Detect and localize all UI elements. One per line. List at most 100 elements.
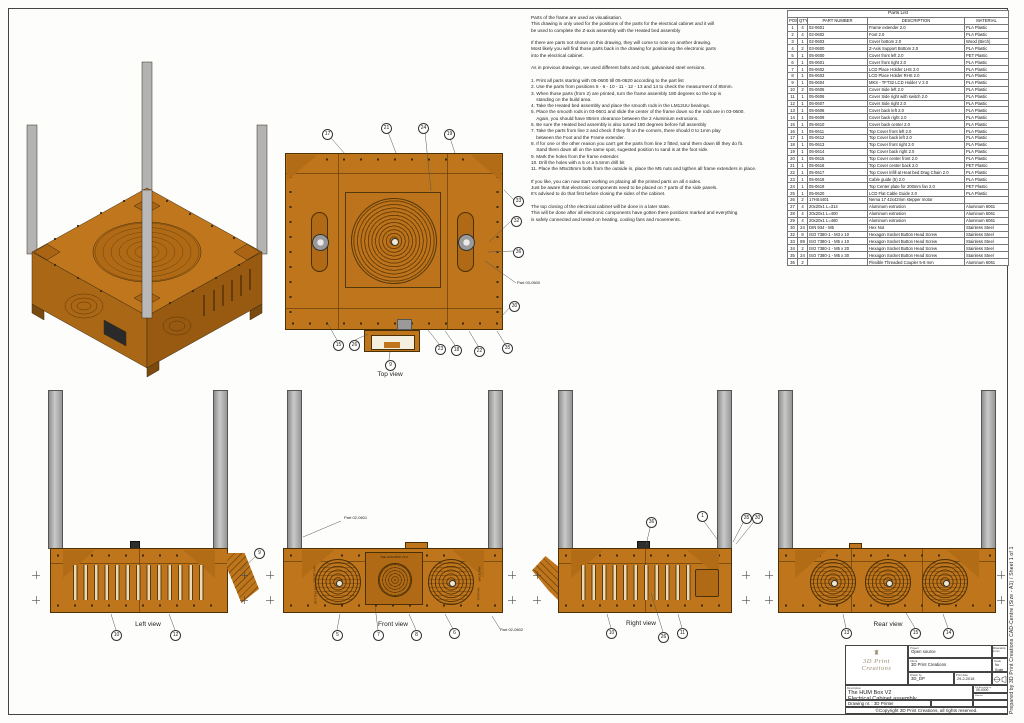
lcd-speaker-rings — [378, 563, 412, 597]
top-fan-grille — [351, 198, 437, 284]
parts-cell: 05-0615 — [807, 154, 868, 163]
parts-cell: Top Cover back right 2.0 — [867, 147, 965, 156]
parts-cell: 5 — [787, 51, 798, 60]
parts-cell: 4 — [797, 209, 808, 218]
parts-cell: 2 — [797, 196, 808, 204]
rear-fan-grille — [810, 559, 856, 605]
louver-vents — [581, 565, 691, 600]
slot-notch — [384, 342, 400, 348]
parts-cell: LCD Place Holder RHS 2.0 — [867, 72, 965, 80]
parts-cell: Stainless Steel — [963, 223, 1010, 232]
parts-cell: Top Cover back left 2.0 — [867, 134, 965, 142]
parts-cell: Hexagon Socket Button Head Screw — [867, 230, 965, 239]
logo-text-line1: 3D Print — [863, 658, 890, 665]
parts-cell: 8 — [787, 72, 798, 80]
parts-cell: 05-0610 — [807, 120, 868, 129]
logo-emblem-icon: ♜ — [873, 650, 880, 657]
lm12uu-bearing-right — [458, 234, 475, 251]
parts-cell: 2 — [797, 244, 808, 253]
parts-cell: 24 — [787, 182, 798, 191]
parts-cell: 1 — [797, 120, 808, 129]
parts-cell: PLA Plastic — [963, 99, 1010, 108]
parts-cell: 32 — [787, 230, 798, 239]
parts-cell: 34 — [787, 244, 798, 253]
drawing-nr-cell: Drawing nr. : 3D Printer — [845, 700, 931, 707]
parts-list-title: Parts List — [786, 10, 1010, 18]
parts-cell: 05-0617 — [807, 168, 868, 177]
dimension-tick — [742, 571, 750, 579]
sheet-border — [8, 8, 1008, 715]
parts-cell: Aluminum 6061 — [963, 258, 1010, 266]
parts-cell — [807, 258, 868, 266]
parts-cell: PLA Plastic — [963, 23, 1010, 32]
parts-cell: Aluminum 6061 — [963, 202, 1010, 211]
parts-cell: ISO 7380-1 - M5 x 20 — [807, 244, 868, 253]
file-assembly-value: 05-0000 — [976, 688, 989, 693]
parts-cell: 05-0612 — [807, 134, 868, 142]
parts-cell: 1 — [797, 134, 808, 142]
parts-cell: 30 — [787, 223, 798, 232]
front-callout-8: 8 — [411, 630, 422, 641]
right-callout-11: 11 — [677, 628, 688, 639]
dimensions-note-cell: Dimensions in mm — [992, 645, 1008, 658]
print-date-cell: Print date 29-2-2018 — [954, 672, 992, 685]
scale-cell: Scale No Scale — [992, 658, 1008, 672]
parts-cell: 20x20x1 L=314 — [807, 202, 868, 211]
dimension-tick — [240, 596, 248, 604]
parts-cell: ISO 7380-1 - M5 x 30 — [807, 251, 868, 260]
parts-cell: Cover Side right with switch 2.0 — [867, 92, 965, 101]
parts-cell: PLA Plastic — [963, 44, 1010, 53]
client-label: Client — [910, 658, 918, 663]
parts-cell: PLA Plastic — [963, 134, 1010, 142]
parts-cell: PLA Plastic — [963, 106, 1010, 115]
parts-cell: Top Center plate for 200mm fan 2.0 — [867, 182, 965, 191]
part-label-02-0602: Part 02-0602 — [500, 627, 524, 632]
drag-chain-opening — [364, 330, 420, 352]
assembly-instructions: Parts of the frame are used as visualisa… — [531, 15, 757, 222]
blank-cell — [973, 700, 1008, 707]
panel-seam — [286, 308, 502, 309]
parts-cell: 14 — [787, 113, 798, 122]
project-cell: Project Open source — [908, 645, 992, 658]
rear-callout-14: 14 — [943, 628, 954, 639]
screw-row — [782, 603, 992, 608]
parts-cell: 19 — [787, 147, 798, 156]
sheet-nr-cell: Chapter - Sheet nr. 05-0000 — [931, 700, 973, 707]
parts-cell: PLA Plastic — [963, 72, 1010, 80]
dimension-tick — [266, 596, 274, 604]
screw-row — [287, 603, 499, 608]
aluminum-post — [981, 390, 996, 549]
screw-row — [289, 157, 499, 162]
front-callout-6: 6 — [449, 628, 460, 639]
fan-label-back: BACK FAN — [477, 566, 482, 582]
fan-label-top: TOP FAN — [476, 587, 481, 601]
top-callout-22: 22 — [474, 346, 485, 357]
parts-cell: 16 — [787, 127, 798, 136]
parts-cell: 05-0616 — [807, 161, 868, 170]
client-cell: Client 3D Print Creations — [908, 658, 992, 672]
aluminum-post — [48, 390, 63, 549]
top-callout-35: 35 — [502, 343, 513, 354]
parts-cell: PET Plastic — [963, 51, 1010, 60]
parts-cell: 05-0603 — [807, 72, 868, 80]
dimension-tick — [765, 571, 773, 579]
rear-fan-grille — [922, 559, 968, 605]
parts-cell: 21 — [787, 161, 798, 170]
parts-cell: Top Cover front right 2.0 — [867, 140, 965, 149]
file-assembly-label: File Assembly nr. — [975, 686, 992, 689]
parts-cell: 05-0605 — [807, 85, 868, 94]
dimension-tick — [742, 596, 750, 604]
parts-cell: 25 — [787, 189, 798, 198]
